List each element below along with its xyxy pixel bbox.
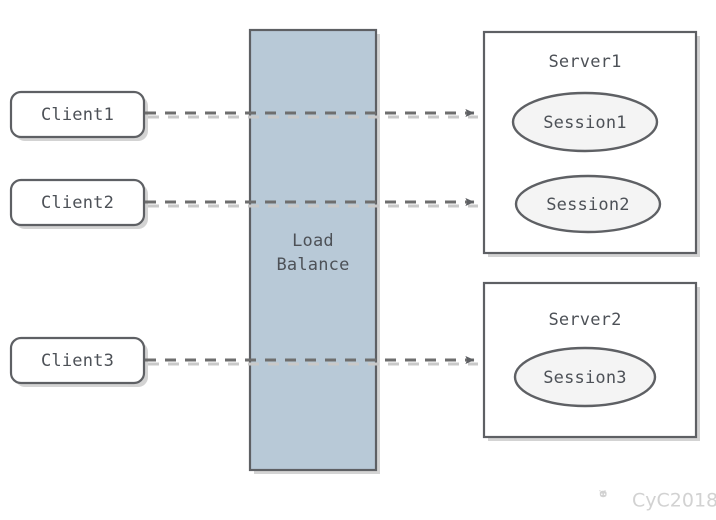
session3-ellipse[interactable] bbox=[513, 346, 657, 408]
session3-node[interactable]: Session3 bbox=[513, 346, 657, 408]
connection-shadow-layer bbox=[148, 115, 478, 366]
octocat-icon bbox=[599, 490, 607, 498]
watermark: CyC2018 bbox=[599, 490, 716, 512]
load-balance-label-line1: Load bbox=[292, 231, 334, 251]
client2-box[interactable] bbox=[9, 178, 146, 227]
client1-node[interactable]: Client1 bbox=[9, 90, 146, 139]
client1-label: Client1 bbox=[41, 105, 114, 125]
session2-ellipse[interactable] bbox=[514, 174, 662, 234]
server1-title: Server1 bbox=[548, 52, 621, 72]
client2-label: Client2 bbox=[41, 193, 114, 213]
watermark-label: CyC2018 bbox=[632, 490, 716, 512]
session1-ellipse[interactable] bbox=[511, 91, 659, 153]
client1-box[interactable] bbox=[9, 90, 146, 139]
session1-label: Session1 bbox=[543, 113, 626, 133]
server1-node[interactable]: Server1 Session1 Session2 bbox=[482, 30, 698, 255]
client2-node[interactable]: Client2 bbox=[9, 178, 146, 227]
session1-node[interactable]: Session1 bbox=[511, 91, 659, 153]
client3-label: Client3 bbox=[41, 351, 114, 371]
server2-node[interactable]: Server2 Session3 bbox=[482, 281, 698, 439]
session2-node[interactable]: Session2 bbox=[514, 174, 662, 234]
client3-box[interactable] bbox=[9, 336, 146, 385]
connection-layer bbox=[145, 109, 475, 364]
session2-label: Session2 bbox=[546, 195, 629, 215]
server2-title: Server2 bbox=[548, 310, 621, 330]
load-balance-box[interactable] bbox=[248, 28, 378, 472]
session3-label: Session3 bbox=[543, 368, 626, 388]
load-balance-label-line2: Balance bbox=[276, 255, 349, 275]
client3-node[interactable]: Client3 bbox=[9, 336, 146, 385]
load-balance-node[interactable]: Load Balance bbox=[248, 28, 378, 472]
